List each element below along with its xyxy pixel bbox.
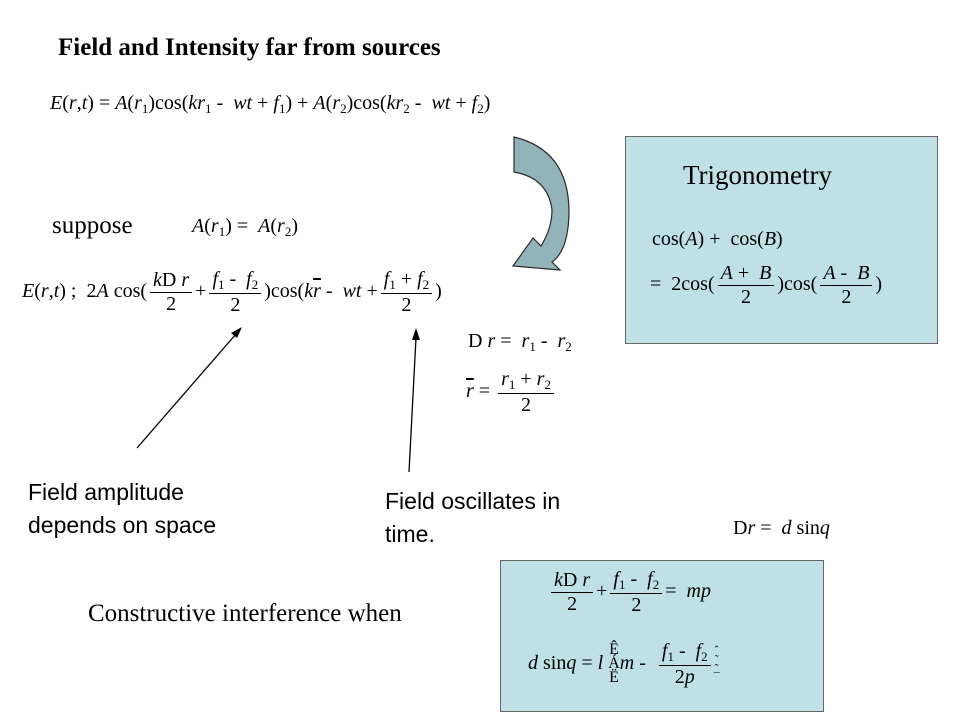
oscillation-caption-line1: Field oscillates in xyxy=(385,488,561,514)
cos-sum-expression: cos(A) + cos(B) xyxy=(652,228,783,250)
trigonometry-box xyxy=(625,136,938,344)
oscillation-caption: Field oscillates in time. xyxy=(385,485,560,551)
amplitude-caption-line2: depends on space xyxy=(28,512,216,538)
path-difference-equation: Dr = d sinq xyxy=(733,517,830,539)
amplitude-caption: Field amplitude depends on space xyxy=(28,476,216,542)
curved-arrow-icon xyxy=(511,136,570,271)
constructive-label: Constructive interference when xyxy=(88,600,402,627)
delta-r-definition: D r = r1 - r2 xyxy=(468,330,572,354)
oscillation-pointer-arrowhead xyxy=(412,328,420,340)
amplitude-equality-equation: A(r1) = A(r2) xyxy=(192,215,298,239)
amplitude-caption-line1: Field amplitude xyxy=(28,479,184,505)
amplitude-pointer-line xyxy=(136,333,237,449)
oscillation-pointer-line xyxy=(408,337,417,473)
suppose-label: suppose xyxy=(52,212,133,239)
trigonometry-title: Trigonometry xyxy=(683,160,833,190)
field-equation: E(r,t) = A(r1)cos(kr1 - wt + f1) + A(r2)… xyxy=(50,92,491,116)
amplitude-pointer-arrowhead xyxy=(231,327,242,338)
oscillation-caption-line2: time. xyxy=(385,521,435,547)
slide-title: Field and Intensity far from sources xyxy=(58,34,441,61)
constructive-condition-box xyxy=(500,560,824,712)
